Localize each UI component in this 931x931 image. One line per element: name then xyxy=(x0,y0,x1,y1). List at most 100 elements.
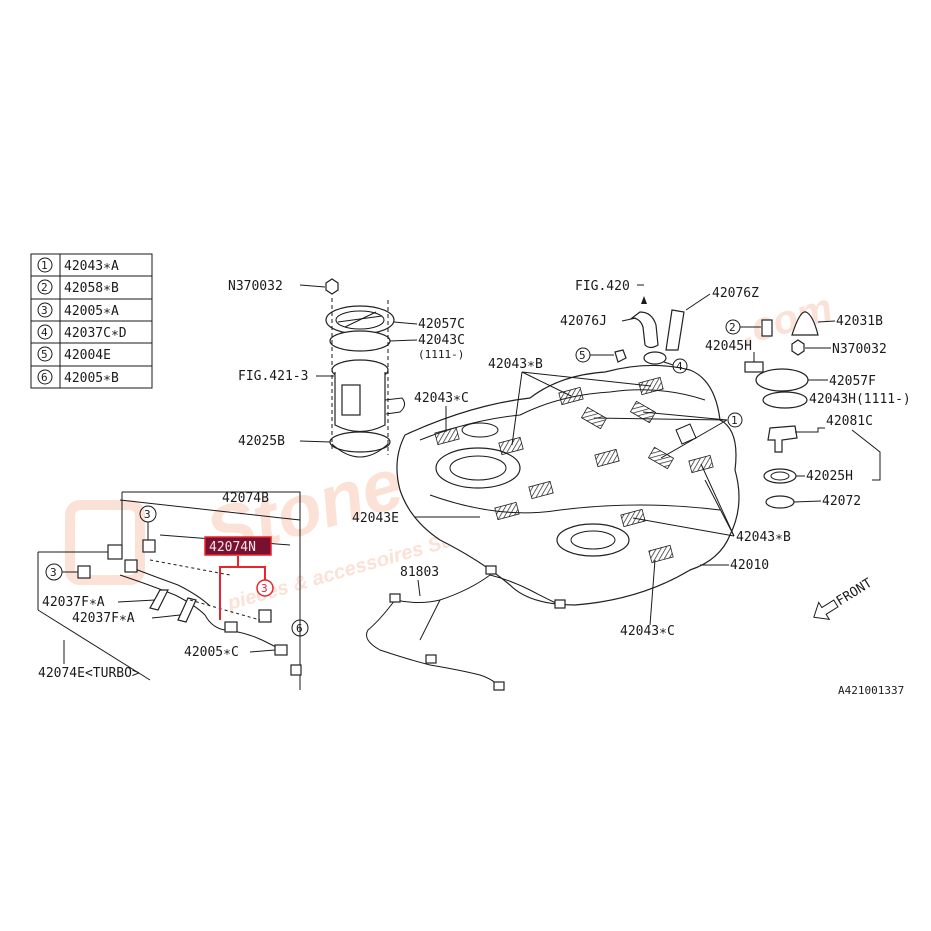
nut-part xyxy=(325,278,339,295)
label-42025b: 42025B xyxy=(238,434,285,449)
legend-part: 42005∗B xyxy=(64,371,119,386)
gasket-42043h-part xyxy=(762,391,808,409)
legend-number: 3 xyxy=(41,304,48,317)
hose-42076z-part xyxy=(665,309,685,351)
legend-number: 4 xyxy=(41,326,48,339)
label-42057c: 42057C xyxy=(418,317,465,332)
legend-part: 42005∗A xyxy=(64,304,119,319)
label-42045h: 42045H xyxy=(705,339,752,354)
label-81803: 81803 xyxy=(400,565,439,580)
legend-row: 6 42005∗B xyxy=(37,369,119,386)
label-42074n: 42074N xyxy=(209,540,256,555)
svg-text:2: 2 xyxy=(729,321,736,334)
clip-part xyxy=(142,539,156,553)
legend-row: 5 42004E xyxy=(37,346,111,363)
label-42005c: 42005∗C xyxy=(184,645,239,660)
label-fig421: FIG.421-3 xyxy=(238,369,308,384)
legend-part: 42043∗A xyxy=(64,259,119,274)
legend-number: 5 xyxy=(41,348,48,361)
legend-row: 2 42058∗B xyxy=(37,279,119,296)
tank-pump-opening-part xyxy=(435,447,521,489)
fuel-pipe-assembly xyxy=(37,491,302,690)
clip-part xyxy=(124,559,138,573)
front-arrow: FRONT xyxy=(813,576,875,621)
legend-number: 1 xyxy=(41,259,48,272)
svg-text:3: 3 xyxy=(144,508,151,521)
legend-number: 6 xyxy=(41,371,48,384)
clip-part xyxy=(274,644,288,656)
label-42057f: 42057F xyxy=(829,374,876,389)
label-42074e: 42074E<TURBO> xyxy=(38,666,140,681)
legend-part: 42037C∗D xyxy=(64,326,127,341)
label-42074b: 42074B xyxy=(222,491,269,506)
cap-42031b-part xyxy=(791,311,819,336)
svg-text:4: 4 xyxy=(676,360,683,373)
svg-text:1: 1 xyxy=(731,414,738,427)
legend-row: 1 42043∗A xyxy=(37,257,119,274)
tank-sender-opening-part xyxy=(556,523,630,557)
pad xyxy=(498,436,524,456)
hose-42037f-part xyxy=(149,589,169,611)
highlight-box xyxy=(204,536,272,556)
clamp-part xyxy=(643,351,667,365)
ring-42025h-part xyxy=(763,468,797,484)
label-42025h: 42025H xyxy=(806,469,853,484)
label-42043c: 42043C xyxy=(418,333,465,348)
label-42037fa-1: 42037F∗A xyxy=(42,595,105,610)
clip-part xyxy=(224,621,238,633)
filter-part xyxy=(329,431,391,453)
callout-5: 5 xyxy=(575,347,614,363)
sender-42081c-part xyxy=(767,425,798,453)
pad xyxy=(594,448,620,468)
bracket-42045h-part xyxy=(744,361,764,373)
label-42043c-note: (1111-) xyxy=(418,348,464,361)
diagram-id: A421001337 xyxy=(838,684,904,697)
label-fig420: FIG.420 xyxy=(575,279,630,294)
grommet-part xyxy=(614,349,627,363)
svg-text:3: 3 xyxy=(261,582,268,595)
front-label: FRONT xyxy=(834,576,875,610)
clip-part xyxy=(290,664,302,676)
label-42010: 42010 xyxy=(730,558,769,573)
label-42043c-low: 42043∗C xyxy=(620,624,675,639)
pad xyxy=(528,480,554,500)
callout-3-highlight xyxy=(256,579,274,597)
pad xyxy=(648,544,674,564)
callout-4: 4 xyxy=(663,358,688,374)
label-42043b-top: 42043∗B xyxy=(488,357,543,372)
pad xyxy=(494,501,520,521)
callout-1: 1 xyxy=(727,412,743,428)
filler-hose-assembly xyxy=(614,309,685,365)
label-42043c-mid: 42043∗C xyxy=(414,391,469,406)
watermark-logo-mark xyxy=(65,500,145,585)
svg-text:6: 6 xyxy=(296,622,303,635)
legend-row: 3 42005∗A xyxy=(37,302,119,319)
pad xyxy=(434,426,460,446)
label-42072: 42072 xyxy=(822,494,861,509)
legend-table: 1 42043∗A 2 42058∗B 3 42005∗A 4 42037C∗D… xyxy=(30,253,153,389)
label-42076z: 42076Z xyxy=(712,286,759,301)
callout-3: 3 xyxy=(139,505,157,540)
label-42081c: 42081C xyxy=(826,414,873,429)
legend-part: 42058∗B xyxy=(64,281,119,296)
legend-number: 2 xyxy=(41,281,48,294)
label-42076j: 42076J xyxy=(560,314,607,329)
label-42043b-low: 42043∗B xyxy=(736,530,791,545)
label-42043e: 42043E xyxy=(352,511,399,526)
clip-part xyxy=(258,609,272,623)
label-42031b: 42031B xyxy=(836,314,883,329)
label-n370032-right: N370032 xyxy=(832,342,887,357)
plate-42057f-part xyxy=(755,368,809,392)
highlight-42074n: 42074N 3 xyxy=(204,536,274,620)
fuel-pump-assembly xyxy=(325,278,406,458)
svg-text:5: 5 xyxy=(579,349,586,362)
hose-42076j-part xyxy=(630,311,659,349)
callout-2: 2 xyxy=(725,319,761,335)
legend-part: 42004E xyxy=(64,348,111,363)
svg-text:3: 3 xyxy=(50,566,57,579)
plate-42072-part xyxy=(765,495,795,509)
callout-6: 6 xyxy=(291,619,309,637)
legend-row: 4 42037C∗D xyxy=(37,324,127,341)
